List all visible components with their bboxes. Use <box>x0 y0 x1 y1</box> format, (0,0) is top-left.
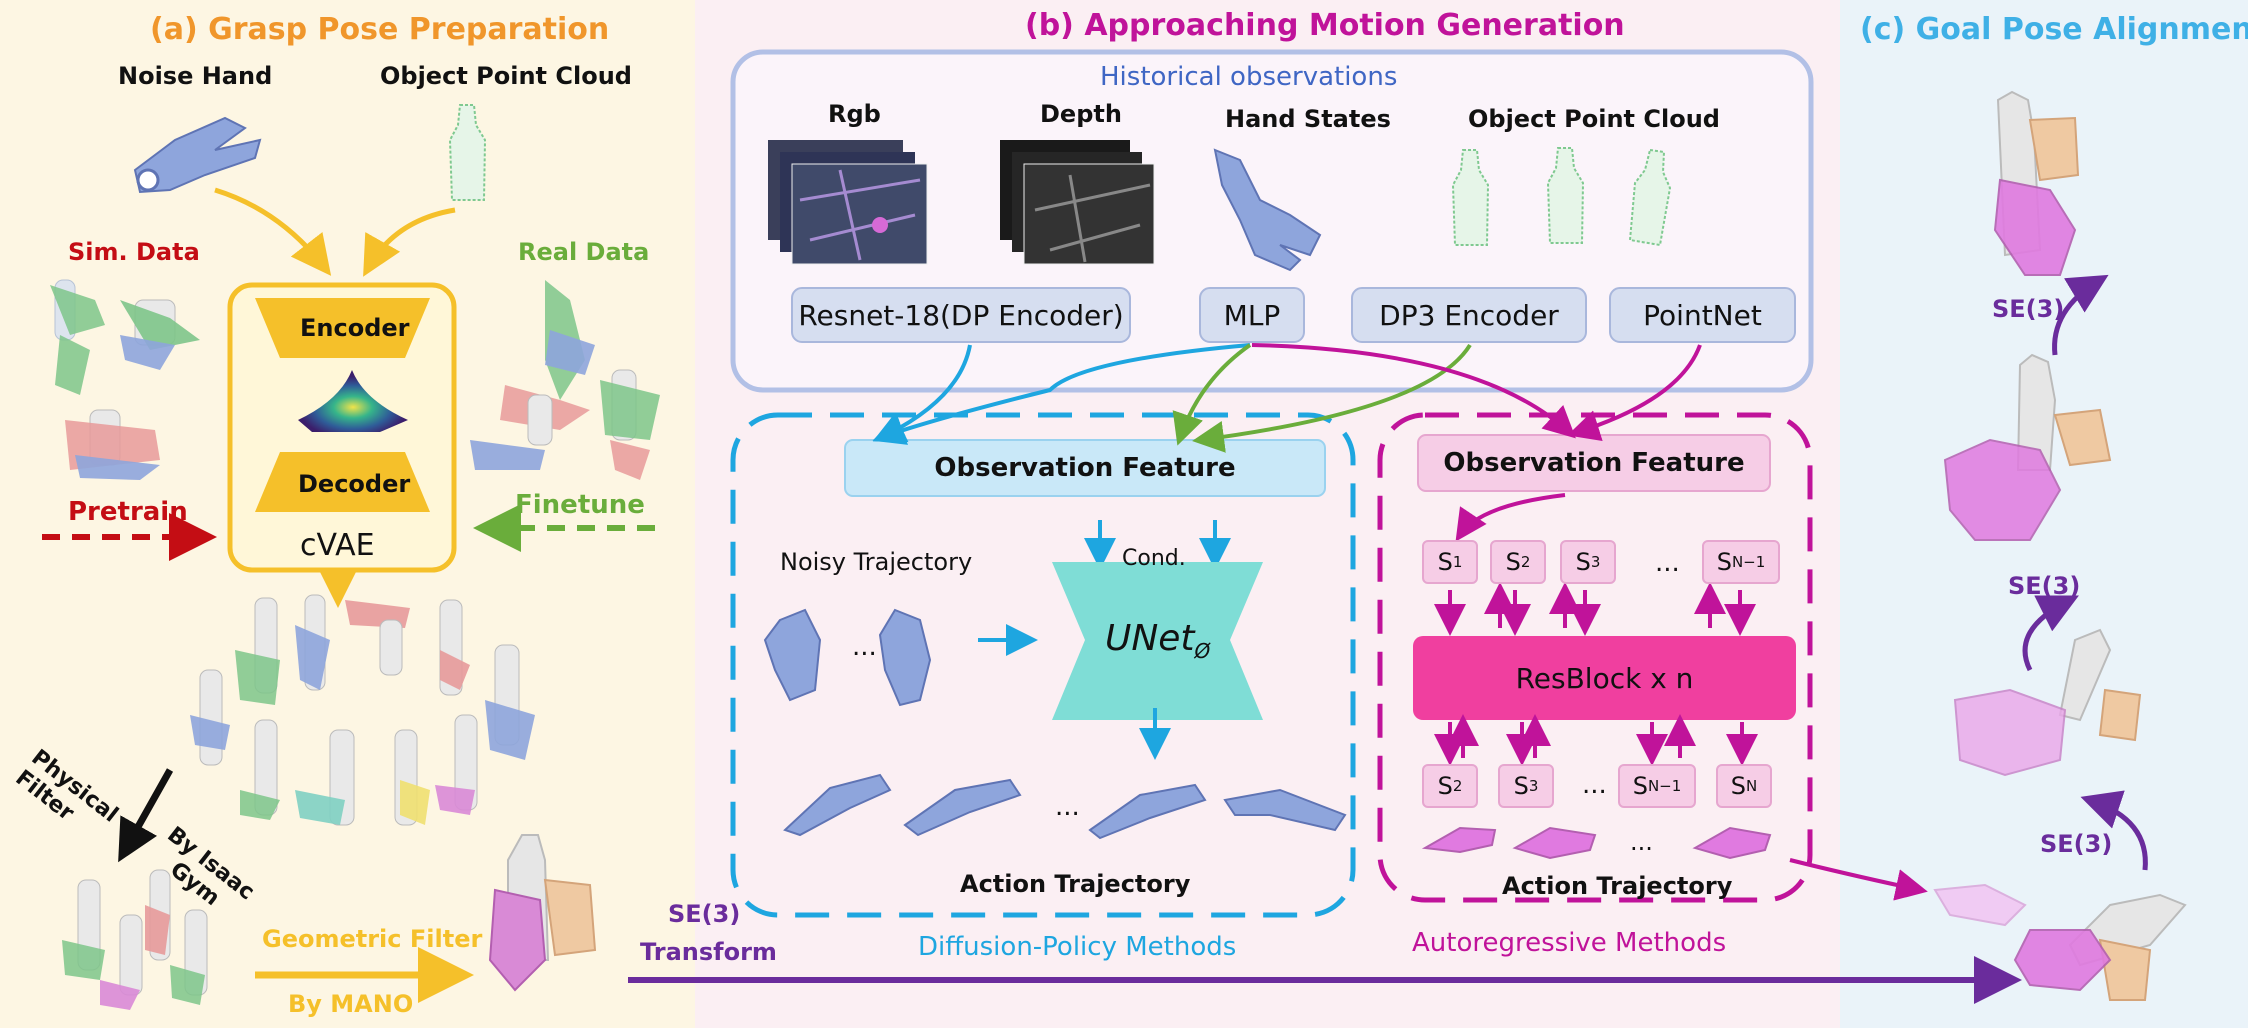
noise-hand-label: Noise Hand <box>118 62 273 90</box>
pointnet-box <box>1609 287 1796 343</box>
goal-alignment-step-4-icon <box>1993 90 2080 276</box>
action-trajectory-right-label: Action Trajectory <box>1502 872 1733 900</box>
noisy-trajectory-hands-icon <box>763 608 932 707</box>
rgb-label: Rgb <box>828 100 881 128</box>
resblock-box <box>1413 636 1796 720</box>
decoder-label: Decoder <box>298 470 411 498</box>
resblock-label: ResBlock x n <box>1515 661 1694 695</box>
se3-label-3: SE(3) <box>2040 830 2113 858</box>
state-ellipsis-top: ... <box>1655 548 1680 578</box>
observation-feature-left-label: Observation Feature <box>934 453 1236 483</box>
final-grasp-icon <box>488 834 597 992</box>
action-trajectory-hands-right-icon <box>1421 826 1772 860</box>
noisy-trajectory-label: Noisy Trajectory <box>780 548 973 576</box>
by-mano-label: By MANO <box>288 990 414 1018</box>
sim-data-grasps-icon <box>50 279 200 480</box>
state-ellipsis-bottom: ... <box>1582 770 1607 800</box>
resnet-label: Resnet-18(DP Encoder) <box>798 298 1124 332</box>
noise-hand-icon <box>133 116 262 194</box>
unet-label: UNetØ <box>1105 618 1211 664</box>
se3-transform-label: SE(3) <box>668 900 741 928</box>
observation-feature-box-left <box>844 439 1326 497</box>
action-trajectory-hands-left-icon <box>783 773 1347 840</box>
real-data-grasps-icon <box>470 280 660 480</box>
goal-alignment-step-1-icon <box>1933 883 2187 1001</box>
panel-c-title: (c) Goal Pose Alignment <box>1860 12 2248 47</box>
diffusion-policy-container <box>730 412 1356 918</box>
goal-alignment-step-3-icon <box>1943 353 2112 541</box>
panel-a-title: (a) Grasp Pose Preparation <box>150 12 610 47</box>
object-point-cloud-sequence-icon <box>1451 147 1672 247</box>
encoder-block <box>255 298 430 358</box>
object-point-cloud-label-a: Object Point Cloud <box>380 62 632 90</box>
se3-label-2: SE(3) <box>2008 572 2081 600</box>
sim-data-label: Sim. Data <box>68 238 200 266</box>
dp3-encoder-box <box>1351 287 1587 343</box>
unet-block <box>1052 562 1263 720</box>
pretrain-label: Pretrain <box>68 497 188 527</box>
cond-label: Cond. <box>1122 546 1186 571</box>
decoder-block <box>255 452 430 512</box>
pointnet-label: PointNet <box>1643 298 1762 332</box>
finetune-label: Finetune <box>515 490 645 520</box>
historical-observations-label: Historical observations <box>1100 62 1398 92</box>
action-trajectory-left-label: Action Trajectory <box>960 870 1191 898</box>
se3-label-1: SE(3) <box>1992 295 2065 323</box>
gaussian-latent-icon <box>298 370 408 432</box>
geometric-filter-label: Geometric Filter <box>262 925 483 953</box>
mlp-label: MLP <box>1223 298 1281 332</box>
filtered-grasps-icon <box>62 869 208 1010</box>
action-ellipsis-right: ... <box>1630 828 1653 856</box>
depth-label: Depth <box>1040 100 1122 128</box>
mlp-box <box>1199 287 1305 343</box>
goal-alignment-step-2-icon <box>1953 628 2142 777</box>
rgb-images-icon <box>768 140 928 265</box>
diffusion-methods-label: Diffusion-Policy Methods <box>918 932 1237 962</box>
dp3-label: DP3 Encoder <box>1379 298 1559 332</box>
encoder-label: Encoder <box>300 314 410 342</box>
autoregressive-methods-label: Autoregressive Methods <box>1412 928 1727 958</box>
noisy-ellipsis: ... <box>852 632 877 662</box>
object-point-cloud-label-b: Object Point Cloud <box>1468 105 1720 133</box>
hand-states-label: Hand States <box>1225 105 1391 133</box>
hand-states-icon <box>1213 148 1322 272</box>
panel-b-title: (b) Approaching Motion Generation <box>1025 8 1625 43</box>
generated-grasps-icon <box>190 594 535 826</box>
action-ellipsis-left: ... <box>1055 792 1080 822</box>
cvae-label: cVAE <box>300 528 375 563</box>
observation-feature-right-label: Observation Feature <box>1443 448 1745 478</box>
object-point-cloud-icon <box>448 104 487 201</box>
real-data-label: Real Data <box>518 238 650 266</box>
resnet-encoder-box <box>791 287 1131 343</box>
depth-images-icon <box>1000 140 1155 265</box>
transform-label: Transform <box>640 938 777 966</box>
